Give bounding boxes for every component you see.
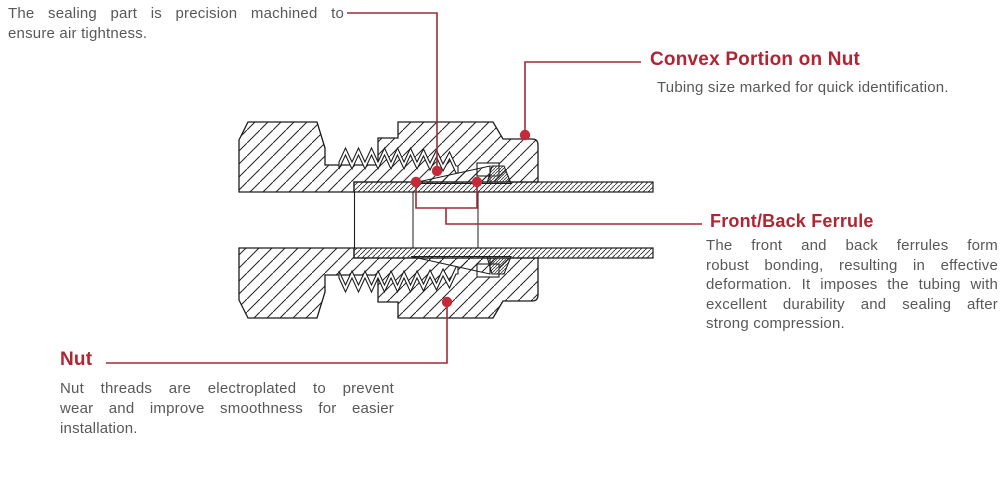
marker-dot-front-ferrule xyxy=(410,176,422,188)
back-ferrule-upper xyxy=(486,165,512,185)
nut-description-line: Nut threads are electroplated to prevent xyxy=(60,380,394,397)
sealing-annotation: The sealing part is precision machined t… xyxy=(8,4,344,44)
ferrule-description: The front and back ferrules form robust … xyxy=(706,236,998,334)
ferrule-description-line: deformation. It imposes the tubing with xyxy=(706,276,998,293)
nut-description-line: installation. xyxy=(60,420,138,437)
ferrule-description-line: excellent durability and sealing after xyxy=(706,295,998,313)
marker-dot-back-ferrule xyxy=(471,176,483,188)
marker-dot-sealing xyxy=(431,165,443,177)
convex-portion-description: Tubing size marked for quick identificat… xyxy=(657,79,949,96)
back-ferrule-lower xyxy=(486,255,512,275)
sealing-annotation-line: The sealing part is precision machined t… xyxy=(8,5,344,22)
leader-line-convex xyxy=(524,61,641,132)
leader-line-nut xyxy=(106,305,448,364)
leader-line-ferrule xyxy=(445,208,702,225)
leader-line-sealing xyxy=(347,12,438,168)
nut-description: Nut threads are electroplated to prevent… xyxy=(60,379,394,439)
nut-title: Nut xyxy=(60,349,93,370)
convex-portion-title: Convex Portion on Nut xyxy=(650,49,861,70)
marker-dot-convex xyxy=(519,129,531,141)
marker-dot-nut xyxy=(441,296,453,308)
ferrule-description-line: The front and back ferrules form xyxy=(706,237,998,254)
nut-description-line: wear and improve smoothness for easier xyxy=(60,400,394,417)
ferrule-title: Front/Back Ferrule xyxy=(710,211,874,231)
sealing-annotation-line: ensure air tightness. xyxy=(8,25,148,42)
ferrule-description-line: robust bonding, resulting in effective xyxy=(706,256,998,274)
ferrule-description-line: strong compression. xyxy=(706,315,845,332)
